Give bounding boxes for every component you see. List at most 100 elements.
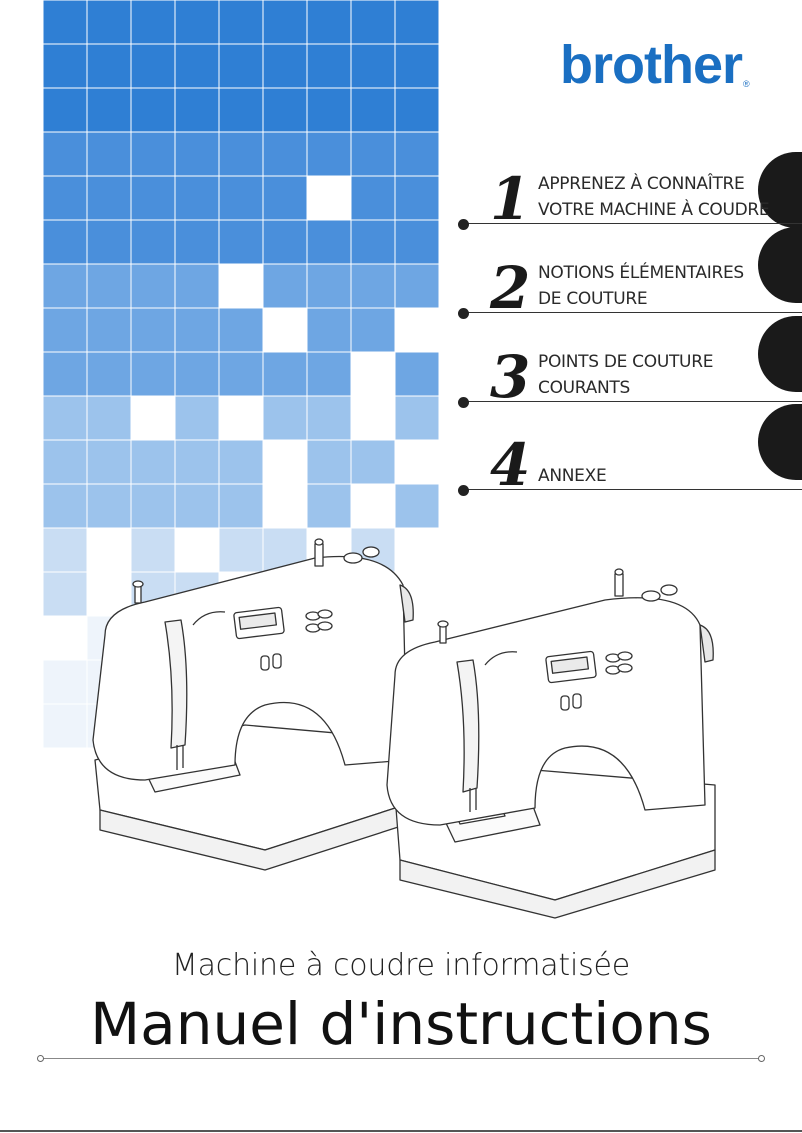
mosaic-tile: [175, 396, 219, 440]
mosaic-tile: [395, 528, 439, 572]
mosaic-tile: [131, 308, 175, 352]
mosaic-tile: [263, 484, 307, 528]
mosaic-tile: [131, 264, 175, 308]
mosaic-tile: [263, 440, 307, 484]
chapter-title-line-2: COURANTS: [538, 378, 630, 398]
mosaic-tile: [307, 220, 351, 264]
mosaic-tile: [351, 88, 395, 132]
mosaic-tile: [131, 176, 175, 220]
mosaic-tile: [351, 176, 395, 220]
mosaic-tile: [395, 0, 439, 44]
mosaic-tile: [175, 176, 219, 220]
mosaic-tile: [351, 220, 395, 264]
mosaic-tile: [395, 132, 439, 176]
chapter-entry-4[interactable]: 4 ANNEXE: [458, 404, 802, 506]
mosaic-tile: [351, 352, 395, 396]
mosaic-tile: [395, 440, 439, 484]
mosaic-tile: [87, 176, 131, 220]
mosaic-tile: [175, 88, 219, 132]
mosaic-tile: [175, 484, 219, 528]
mosaic-tile: [307, 176, 351, 220]
chapter-entry-3[interactable]: 3 POINTS DE COUTURE COURANTS: [458, 316, 802, 418]
mosaic-tile: [219, 220, 263, 264]
mosaic-tile: [43, 616, 87, 660]
brother-logo: brother®: [560, 38, 750, 92]
manual-title: Manuel d'instructions: [90, 990, 712, 1058]
mosaic-tile: [175, 352, 219, 396]
mosaic-tile: [263, 352, 307, 396]
mosaic-tile: [307, 308, 351, 352]
mosaic-tile: [351, 44, 395, 88]
mosaic-tile: [131, 132, 175, 176]
mosaic-tile: [87, 132, 131, 176]
chapter-title: ANNEXE: [538, 466, 607, 486]
mosaic-tile: [351, 264, 395, 308]
mosaic-tile: [307, 88, 351, 132]
chapter-rule: [468, 223, 802, 224]
mosaic-tile: [219, 484, 263, 528]
mosaic-tile: [263, 0, 307, 44]
mosaic-tile: [307, 0, 351, 44]
chapter-entry-1[interactable]: 1 APPRENEZ À CONNAÎTRE VOTRE MACHINE À C…: [458, 152, 802, 240]
mosaic-tile: [87, 484, 131, 528]
chapter-title-line-2: VOTRE MACHINE À COUDRE: [538, 200, 770, 220]
chapter-bullet: [458, 308, 469, 319]
mosaic-tile: [43, 88, 87, 132]
mosaic-tile: [263, 308, 307, 352]
chapter-bullet: [458, 219, 469, 230]
chapter-number: 4: [490, 431, 531, 499]
mosaic-tile: [219, 440, 263, 484]
mosaic-tile: [175, 440, 219, 484]
mosaic-tile: [395, 308, 439, 352]
mosaic-tile: [395, 264, 439, 308]
chapter-bullet: [458, 397, 469, 408]
mosaic-tile: [87, 220, 131, 264]
product-subtitle: Machine à coudre informatisée: [171, 948, 631, 983]
chapter-rule: [468, 401, 802, 402]
mosaic-tile: [43, 704, 87, 748]
chapter-title-line-2: DE COUTURE: [538, 289, 648, 309]
mosaic-tile: [351, 396, 395, 440]
mosaic-tile: [131, 44, 175, 88]
mosaic-tile: [87, 88, 131, 132]
mosaic-tile: [307, 440, 351, 484]
mosaic-tile: [219, 352, 263, 396]
mosaic-tile: [43, 528, 87, 572]
mosaic-tile: [395, 44, 439, 88]
chapter-entry-2[interactable]: 2 NOTIONS ÉLÉMENTAIRES DE COUTURE: [458, 227, 802, 329]
mosaic-tile: [263, 44, 307, 88]
chapter-title-line-1: POINTS DE COUTURE: [538, 352, 714, 372]
chapter-number: 3: [490, 343, 531, 411]
mosaic-tile: [263, 176, 307, 220]
mosaic-tile: [263, 88, 307, 132]
mosaic-tile: [175, 308, 219, 352]
mosaic-tile: [219, 176, 263, 220]
chapter-number: 1: [490, 165, 531, 233]
mosaic-tile: [131, 396, 175, 440]
mosaic-tile: [131, 220, 175, 264]
mosaic-tile: [307, 396, 351, 440]
mosaic-tile: [131, 352, 175, 396]
mosaic-tile: [175, 132, 219, 176]
mosaic-tile: [219, 0, 263, 44]
mosaic-tile: [43, 484, 87, 528]
mosaic-tile: [395, 484, 439, 528]
mosaic-tile: [131, 528, 175, 572]
mosaic-tile: [43, 132, 87, 176]
mosaic-tile: [351, 484, 395, 528]
mosaic-tile: [395, 220, 439, 264]
mosaic-tile: [219, 88, 263, 132]
mosaic-tile: [307, 352, 351, 396]
mosaic-tile: [219, 264, 263, 308]
registered-mark: ®: [743, 79, 750, 89]
mosaic-tile: [263, 220, 307, 264]
mosaic-tile: [351, 0, 395, 44]
mosaic-tile: [87, 264, 131, 308]
chapter-title-line-1: APPRENEZ À CONNAÎTRE: [538, 174, 745, 194]
mosaic-tile: [87, 440, 131, 484]
mosaic-tile: [131, 440, 175, 484]
mosaic-tile: [175, 44, 219, 88]
mosaic-tile: [351, 132, 395, 176]
rule-endpoint-left: [37, 1055, 44, 1062]
mosaic-tile: [263, 396, 307, 440]
